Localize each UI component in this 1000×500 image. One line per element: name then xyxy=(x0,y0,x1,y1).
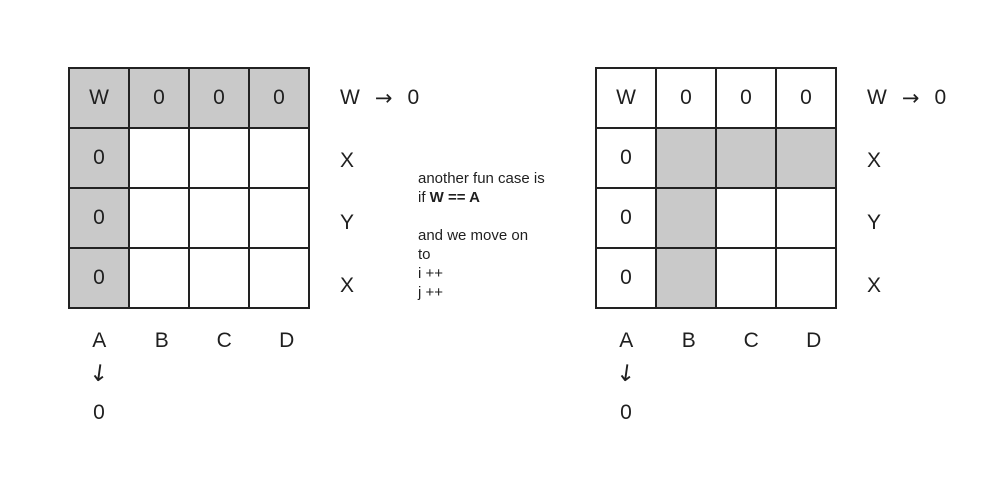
grid-row: 0 xyxy=(68,247,310,309)
left-grid: W 0 0 0 0 0 0 xyxy=(68,67,310,309)
grid-cell xyxy=(188,247,250,309)
grid-row: 0 xyxy=(595,247,837,309)
row-label: X xyxy=(845,130,975,193)
grid-cell: W xyxy=(68,67,130,129)
grid-cell xyxy=(655,187,717,249)
row-label-mapped-value: 0 xyxy=(934,86,947,110)
row-label-w-mapping: W → 0 xyxy=(318,67,448,130)
row-label-text: X xyxy=(867,273,882,297)
grid-row: 0 xyxy=(68,127,310,189)
grid-cell: 0 xyxy=(655,67,717,129)
row-label: W xyxy=(340,86,360,110)
grid-cell xyxy=(248,247,310,309)
row-label: W xyxy=(867,86,887,110)
note-line: to xyxy=(418,246,431,263)
left-row-labels: W → 0 X Y X xyxy=(318,67,448,317)
grid-row: W 0 0 0 xyxy=(595,67,837,129)
row-label: X xyxy=(318,255,448,318)
col-label: A xyxy=(92,329,107,352)
down-arrow-icon: ↓ xyxy=(614,359,638,389)
row-label-mapped-value: 0 xyxy=(407,86,420,110)
row-label-text: Y xyxy=(340,211,355,235)
note-bold-condition: W == A xyxy=(429,189,480,206)
grid-cell xyxy=(128,187,190,249)
grid-cell: 0 xyxy=(775,67,837,129)
grid-cell xyxy=(775,187,837,249)
col-label: D xyxy=(806,329,822,352)
row-label-text: X xyxy=(340,148,355,172)
note-line: if W == A xyxy=(418,189,480,206)
row-label-w-mapping: W → 0 xyxy=(845,67,975,130)
grid-cell xyxy=(655,247,717,309)
row-label: Y xyxy=(318,192,448,255)
col-label: A xyxy=(619,329,634,352)
grid-cell: 0 xyxy=(128,67,190,129)
note-blank-line xyxy=(418,207,545,226)
col-label: B xyxy=(154,329,169,352)
grid-cell: 0 xyxy=(68,187,130,249)
col-label: B xyxy=(681,329,696,352)
right-grid: W 0 0 0 0 0 0 xyxy=(595,67,837,309)
row-label-text: X xyxy=(340,273,355,297)
grid-cell: 0 xyxy=(595,187,657,249)
note-line: another fun case is xyxy=(418,170,545,187)
right-diagram: W 0 0 0 0 0 0 xyxy=(595,67,995,487)
note-line: j ++ xyxy=(418,284,444,301)
grid-cell xyxy=(188,127,250,189)
down-arrow-icon: ↓ xyxy=(87,359,111,389)
col-label: D xyxy=(279,329,295,352)
grid-cell: 0 xyxy=(715,67,777,129)
col-mapped-value: 0 xyxy=(93,401,105,424)
grid-cell xyxy=(188,187,250,249)
row-label-text: X xyxy=(867,148,882,172)
note-text: another fun case is if W == A and we mov… xyxy=(418,169,545,302)
grid-cell: 0 xyxy=(188,67,250,129)
grid-cell xyxy=(128,247,190,309)
grid-cell xyxy=(248,127,310,189)
left-col-labels: A B C D xyxy=(68,329,318,353)
note-line: i ++ xyxy=(418,265,444,282)
grid-row: 0 xyxy=(595,127,837,189)
grid-cell xyxy=(715,127,777,189)
grid-cell xyxy=(248,187,310,249)
grid-row: 0 xyxy=(68,187,310,249)
grid-cell xyxy=(775,127,837,189)
col-mapped-value: 0 xyxy=(620,401,632,424)
right-col-labels: A B C D xyxy=(595,329,845,353)
grid-cell xyxy=(128,127,190,189)
grid-cell: 0 xyxy=(68,247,130,309)
grid-cell: 0 xyxy=(595,127,657,189)
grid-cell: 0 xyxy=(595,247,657,309)
row-label: Y xyxy=(845,192,975,255)
grid-cell: W xyxy=(595,67,657,129)
col-label: C xyxy=(743,329,759,352)
grid-cell: 0 xyxy=(68,127,130,189)
row-label-text: Y xyxy=(867,211,882,235)
grid-row: 0 xyxy=(595,187,837,249)
row-label: X xyxy=(845,255,975,318)
right-arrow-icon: → xyxy=(374,85,393,110)
grid-row: W 0 0 0 xyxy=(68,67,310,129)
grid-cell: 0 xyxy=(248,67,310,129)
grid-cell xyxy=(715,247,777,309)
grid-cell xyxy=(715,187,777,249)
row-label: X xyxy=(318,130,448,193)
col-label: C xyxy=(216,329,232,352)
right-row-labels: W → 0 X Y X xyxy=(845,67,975,317)
left-diagram: W 0 0 0 0 0 0 xyxy=(68,67,468,487)
right-arrow-icon: → xyxy=(901,85,920,110)
note-line: and we move on xyxy=(418,227,529,244)
grid-cell xyxy=(655,127,717,189)
grid-cell xyxy=(775,247,837,309)
